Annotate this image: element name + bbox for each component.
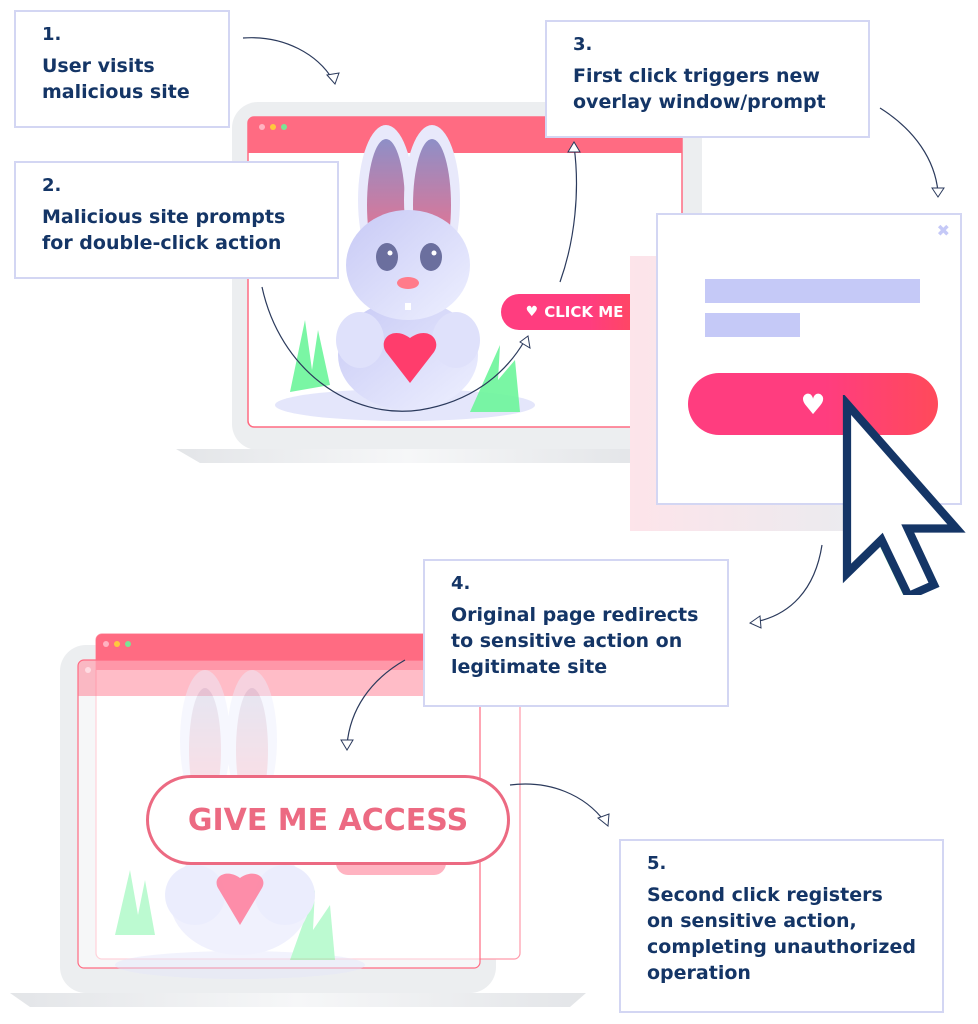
step-4-box: 4. Original page redirects to sensitive …: [423, 559, 729, 707]
step-number: 5.: [647, 853, 667, 874]
ghost-bunny-heart: [216, 873, 264, 925]
popup-text-placeholder-line-2: [705, 313, 800, 337]
click-me-label: CLICK ME: [544, 303, 624, 321]
step-text: Second click registers on sensitive acti…: [647, 884, 916, 984]
step-3-box: 3. First click triggers new overlay wind…: [545, 20, 870, 138]
laptop-top-base: [176, 449, 640, 463]
step-text: Original page redirects to sensitive act…: [451, 604, 699, 678]
step-1-box: 1. User visits malicious site: [14, 10, 230, 128]
give-me-access-label: GIVE ME ACCESS: [187, 802, 469, 838]
arrow-2-to-button: [261, 286, 526, 412]
arrow-popup-to-step4: [754, 544, 823, 623]
popup-heart-button[interactable]: ♥: [688, 373, 938, 435]
step-number: 3.: [573, 34, 593, 55]
step-number: 4.: [451, 573, 471, 594]
give-me-access-button[interactable]: GIVE ME ACCESS: [146, 775, 510, 865]
bunny-heart: [383, 332, 437, 383]
heart-icon: ♥: [800, 387, 826, 421]
bunny-head: [346, 210, 470, 320]
arrow-4-to-button: [346, 659, 406, 746]
window-dot-close: [259, 124, 265, 130]
step-number: 1.: [42, 24, 62, 45]
heart-icon: ♥: [525, 304, 539, 320]
step-5-box: 5. Second click registers on sensitive a…: [619, 839, 944, 1013]
click-me-button[interactable]: ♥ CLICK ME: [501, 294, 648, 330]
step-text: Malicious site prompts for double-click …: [42, 206, 286, 254]
grass-right: [470, 345, 520, 412]
step-text: First click triggers new overlay window/…: [573, 65, 826, 113]
step-text: User visits malicious site: [42, 55, 190, 103]
bunny-nose: [397, 277, 419, 289]
cursor-icon: [842, 395, 966, 595]
step-number: 2.: [42, 175, 62, 196]
grass-left: [290, 320, 330, 392]
arrow-button-to-step5: [509, 783, 606, 823]
laptop-bottom-base: [10, 993, 586, 1007]
overlay-popup: ✖ ♥: [656, 213, 962, 505]
arrow-button-to-step3: [559, 145, 578, 283]
popup-text-placeholder-line-1: [705, 279, 920, 303]
arrow-1-to-laptop: [242, 37, 334, 81]
arrow-3-to-popup: [879, 107, 939, 193]
step-2-box: 2. Malicious site prompts for double-cli…: [14, 161, 339, 279]
window-dot-maximize: [281, 124, 287, 130]
window-dot-minimize: [270, 124, 276, 130]
popup-close-icon[interactable]: ✖: [936, 221, 950, 240]
